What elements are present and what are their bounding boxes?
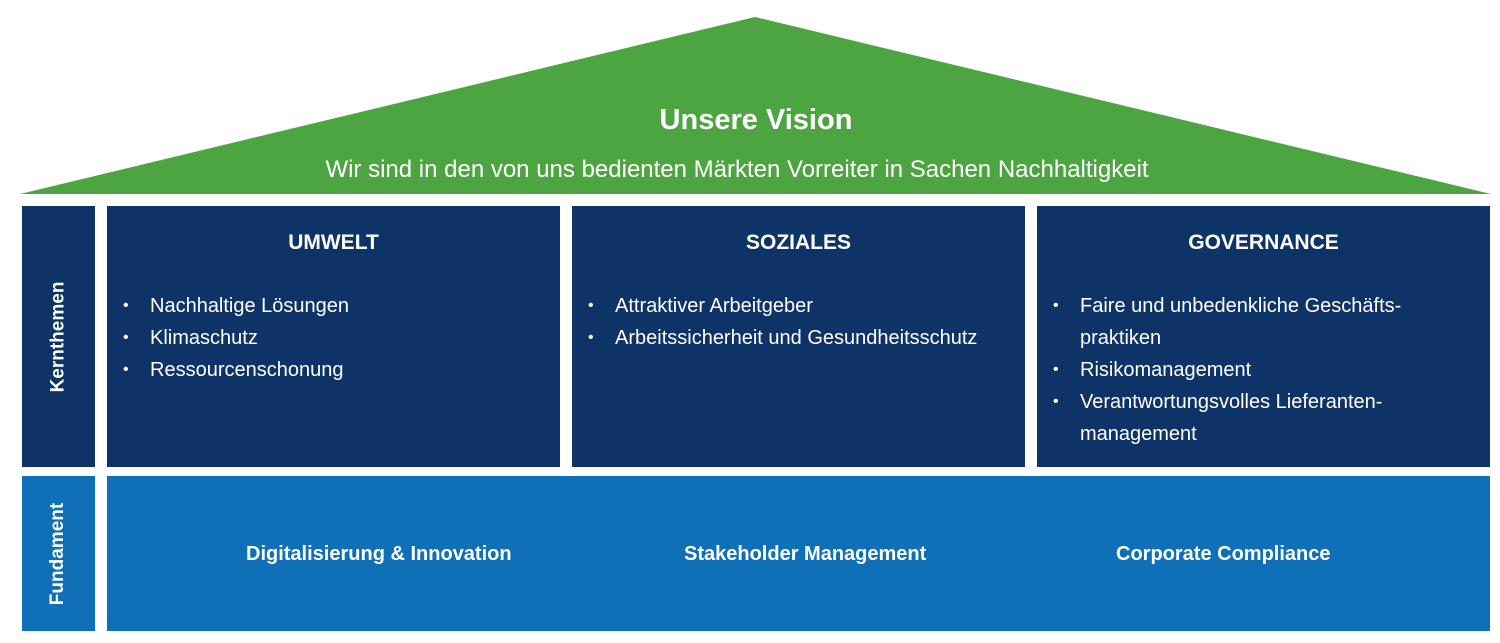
list-item: Attraktiver Arbeitgeber xyxy=(588,290,1015,322)
foundation-bar: Digitalisierung & Innovation Stakeholder… xyxy=(107,476,1490,631)
foundation-item-stakeholder: Stakeholder Management xyxy=(684,543,927,565)
pillar-title: GOVERNANCE xyxy=(1188,231,1339,254)
pillar-title: SOZIALES xyxy=(745,231,851,254)
pillar-item-list: Nachhaltige Lösungen Klimaschutz Ressour… xyxy=(107,290,550,386)
pillar-social: SOZIALES Attraktiver Arbeitgeber Arbeits… xyxy=(572,206,1025,467)
side-label-core-topics: Kernthemen xyxy=(22,206,95,467)
list-item: Verantwortungsvolles Lieferanten-managem… xyxy=(1053,386,1480,450)
pillar-item-list: Attraktiver Arbeitgeber Arbeitssicherhei… xyxy=(572,290,1015,354)
list-item: Risikomanagement xyxy=(1053,354,1480,386)
vision-statement: Wir sind in den von uns bedienten Märkte… xyxy=(325,156,1149,183)
pillar-environment: UMWELT Nachhaltige Lösungen Klimaschutz … xyxy=(107,206,560,467)
list-item: Faire und unbedenkliche Geschäfts-prakti… xyxy=(1053,290,1480,354)
side-label-foundation: Fundament xyxy=(22,476,95,631)
vision-title: Unsere Vision xyxy=(659,104,853,136)
pillar-item-list: Faire und unbedenkliche Geschäfts-prakti… xyxy=(1037,290,1480,450)
pillar-governance: GOVERNANCE Faire und unbedenkliche Gesch… xyxy=(1037,206,1490,467)
foundation-item-compliance: Corporate Compliance xyxy=(1116,543,1331,565)
side-label-foundation-text: Fundament xyxy=(47,502,69,605)
pillar-title: UMWELT xyxy=(288,231,379,254)
side-label-core-topics-text: Kernthemen xyxy=(47,281,69,392)
list-item: Ressourcenschonung xyxy=(123,354,550,386)
roof-shape xyxy=(20,17,1491,194)
list-item: Nachhaltige Lösungen xyxy=(123,290,550,322)
list-item: Klimaschutz xyxy=(123,322,550,354)
foundation-item-digitalization: Digitalisierung & Innovation xyxy=(246,543,512,565)
list-item: Arbeitssicherheit und Gesundheitsschutz xyxy=(588,322,1015,354)
